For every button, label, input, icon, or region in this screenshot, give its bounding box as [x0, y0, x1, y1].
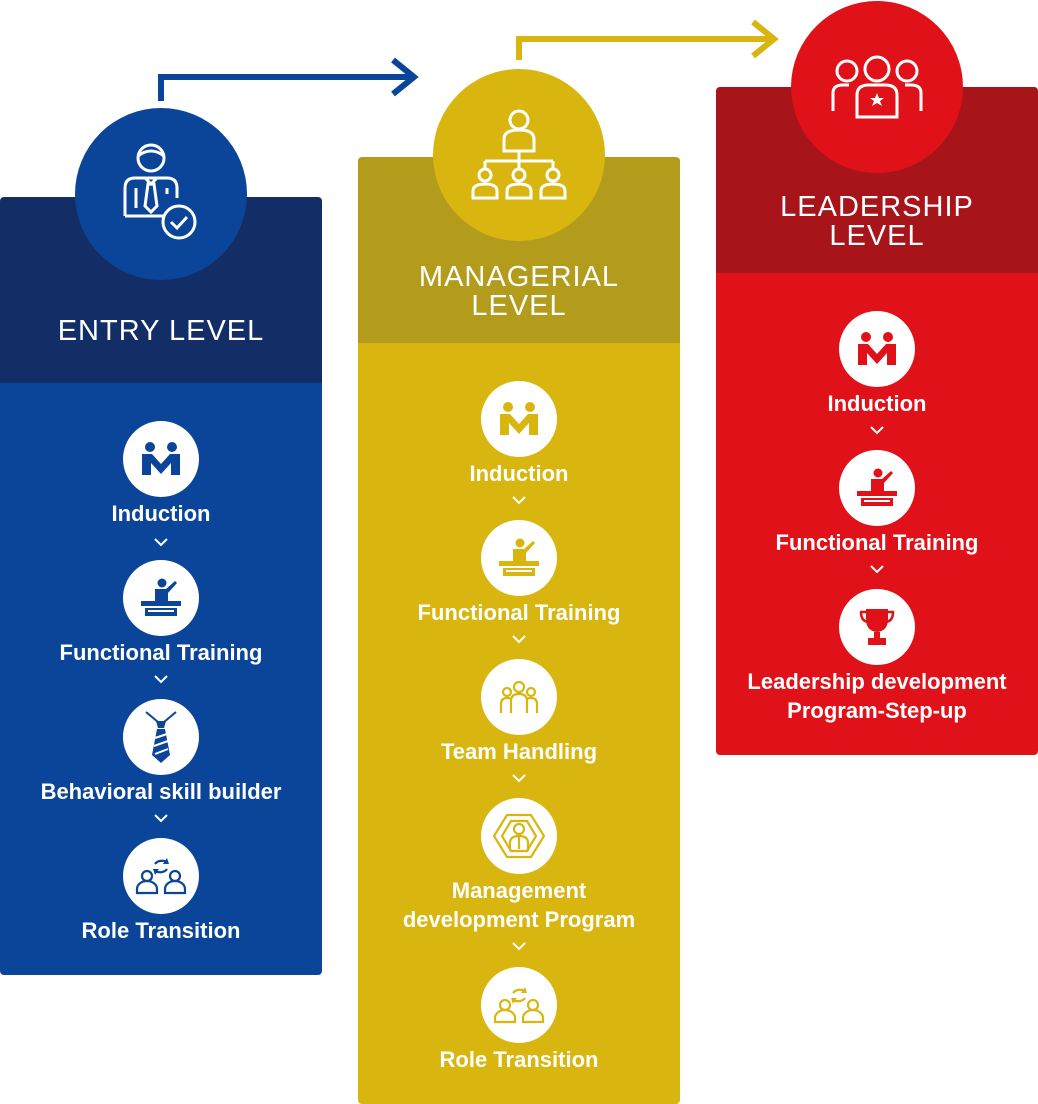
trainer-podium-icon [123, 560, 199, 636]
step-label: Functional Training [59, 640, 263, 665]
handshake-m-icon [481, 381, 557, 457]
handshake-m-icon [123, 421, 199, 497]
step-label-line2: development Program [402, 907, 636, 932]
role-swap-icon [481, 967, 557, 1043]
managerial-step-team-handling: Team Handling [358, 659, 680, 766]
step-label: Functional Training [775, 530, 979, 555]
org-hierarchy-icon [471, 109, 567, 200]
step-label: Role Transition [81, 918, 241, 943]
leadership-level-title-line2: LEVEL [829, 220, 925, 252]
trainer-podium-icon [481, 520, 557, 596]
leadership-step-leadership-development: Leadership development Program-Step-up [716, 589, 1038, 725]
step-label: Induction [827, 391, 927, 416]
leadership-level-badge [791, 1, 963, 173]
entry-step-functional-training: Functional Training [0, 560, 322, 667]
managerial-step-functional-training: Functional Training [358, 520, 680, 627]
chevron-down-icon [512, 942, 526, 951]
leadership-level-body: Induction Functional Training Leadership… [716, 273, 1038, 755]
managerial-level-title-line1: MANAGERIAL [418, 261, 620, 293]
step-label: Behavioral skill builder [40, 779, 282, 804]
managerial-level-body: Induction Functional Training Team Handl… [358, 343, 680, 1104]
chevron-down-icon [512, 635, 526, 644]
handshake-m-icon [839, 311, 915, 387]
leadership-step-induction: Induction [716, 311, 1038, 418]
step-label: Functional Training [417, 600, 621, 625]
step-label: Role Transition [439, 1047, 599, 1072]
chevron-down-icon [512, 496, 526, 505]
employee-check-icon [123, 143, 197, 240]
arrow-entry-to-managerial [158, 57, 419, 101]
step-label-line2: Program-Step-up [787, 698, 967, 723]
entry-step-behavioral: Behavioral skill builder [0, 699, 322, 806]
step-label: Management [451, 878, 587, 903]
managerial-level-title-line2: LEVEL [471, 290, 567, 322]
managerial-step-role-transition: Role Transition [358, 967, 680, 1074]
entry-level-column: ENTRY LEVEL Induction Functional Trainin… [0, 197, 322, 975]
entry-step-induction: Induction [0, 421, 322, 528]
trophy-icon [839, 589, 915, 665]
managerial-step-management-development: Management development Program [358, 798, 680, 934]
managerial-level-badge [433, 69, 605, 241]
leadership-step-functional-training: Functional Training [716, 450, 1038, 557]
team-icon [481, 659, 557, 735]
chevron-down-icon [154, 675, 168, 684]
leadership-level-column: LEADERSHIP LEVEL Induction Functional Tr… [716, 87, 1038, 755]
entry-step-role-transition: Role Transition [0, 838, 322, 945]
chevron-down-icon [512, 774, 526, 783]
entry-level-title: ENTRY LEVEL [57, 315, 265, 347]
chevron-down-icon [154, 814, 168, 823]
leader-group-star-icon [831, 55, 923, 119]
step-label: Induction [469, 461, 569, 486]
step-label: Leadership development [747, 669, 1007, 694]
chevron-down-icon [154, 538, 168, 547]
chevron-down-icon [870, 565, 884, 574]
managerial-level-column: MANAGERIAL LEVEL Induction Functional Tr… [358, 157, 680, 1104]
leadership-level-title-line1: LEADERSHIP [780, 191, 974, 223]
step-label: Induction [111, 501, 211, 526]
manager-hexagon-icon [481, 798, 557, 874]
tie-icon [123, 699, 199, 775]
managerial-step-induction: Induction [358, 381, 680, 488]
trainer-podium-icon [839, 450, 915, 526]
arrow-managerial-to-leadership [516, 19, 779, 60]
role-swap-icon [123, 838, 199, 914]
entry-level-body: Induction Functional Training Behavioral… [0, 383, 322, 975]
chevron-down-icon [870, 426, 884, 435]
step-label: Team Handling [440, 739, 598, 764]
managerial-level-header: MANAGERIAL LEVEL [358, 157, 680, 343]
entry-level-badge [75, 108, 247, 280]
